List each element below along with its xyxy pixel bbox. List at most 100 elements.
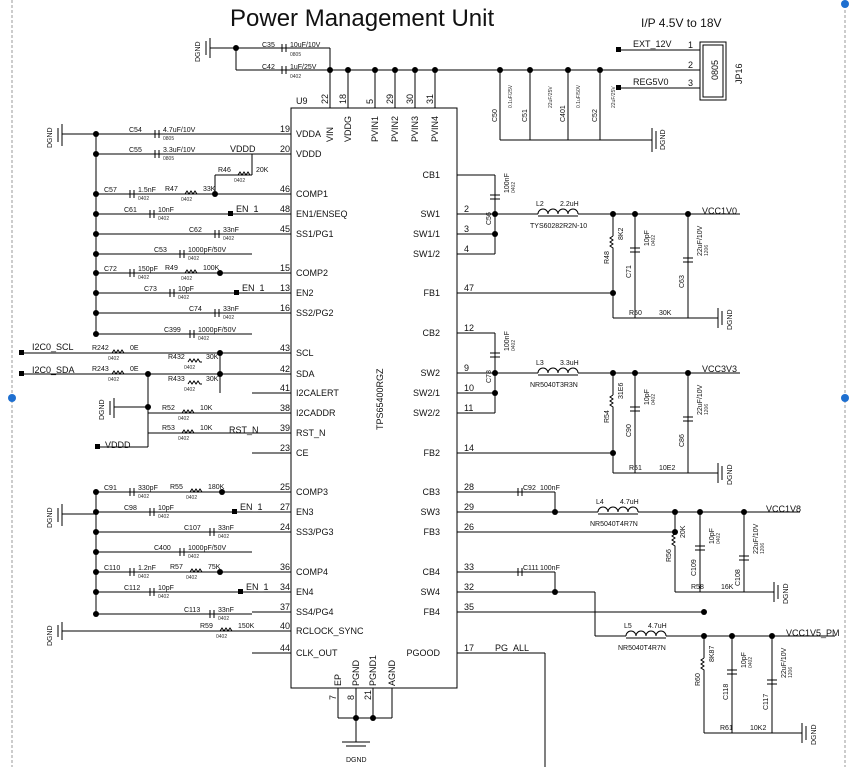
ic-pin-label: PVIN1 [370,116,380,142]
ic-pin-number: 4 [464,244,469,254]
cap-ref: C55 [129,147,142,154]
ic-pin-label: PGOOD [406,648,440,658]
net-en: EN_1 [240,502,263,512]
res-value: 20K [256,167,269,174]
en-port[interactable] [228,211,233,216]
ic-pin-number: 20 [280,144,290,154]
cap-ref: C91 [104,485,117,492]
c35-value: 10uF/10V [290,42,321,49]
cap-value: 33nF [223,227,239,234]
ic-pin-number: 18 [338,94,348,104]
cap-value: 100nF [540,565,560,572]
ind-value: 4.7uH [620,499,639,506]
ind-value: 4.7uH [648,623,667,630]
ind-ref: L5 [624,623,632,630]
ic-pin-label: CLK_OUT [296,648,338,658]
cap-pkg: 0402 [651,235,657,246]
dgnd-label-left1: DGND [47,127,54,148]
ext12-port[interactable] [616,47,621,52]
res-value: 30K [206,376,219,383]
cap-pkg: 0402 [178,295,189,301]
ic-pin-label: SW2 [420,368,440,378]
res-pkg: 0402 [178,436,189,442]
cap-ref: C90 [626,424,633,437]
connector-jp16[interactable] [699,41,727,101]
c52-label: C52 [592,109,599,122]
en-port[interactable] [232,509,237,514]
vddd-port[interactable] [95,444,100,449]
c51-value: 22uF/25V [548,86,554,108]
cap-pkg: 0402 [511,340,517,351]
ic-pin-label: PGND [351,659,361,686]
sda-port[interactable] [19,371,24,376]
ic-pin-label: VIN [325,127,335,142]
en-port[interactable] [238,589,243,594]
ic-ref: U9 [296,96,308,106]
ic-pin-number: 5 [365,99,375,104]
res-value: 10K2 [750,725,766,732]
ic-body-u9[interactable] [290,107,458,689]
res-value: 30K [206,354,219,361]
cap-ref: C71 [626,265,633,278]
cap-value: 33nF [223,306,239,313]
cap-value: 22uF/10V [781,647,788,678]
ic-pin-number: 11 [464,403,473,413]
ic-pin-label: SS1/PG1 [296,229,334,239]
cap-pkg: 0805 [163,156,174,162]
selection-handle-right[interactable] [841,394,849,402]
ic-pin-label: SW1/1 [413,229,440,239]
c50-value: 0.1uF/25V [508,84,514,108]
reg5-port[interactable] [616,85,621,90]
res-ref: R243 [92,366,109,373]
cap-pkg: 0402 [198,336,209,342]
net-vcc1v8: VCC1V8 [766,504,801,514]
cap-pkg: 0402 [511,182,517,193]
cap-ref: C399 [164,327,181,334]
selection-handle-left[interactable] [8,394,16,402]
ic-pin-number: 13 [280,283,290,293]
cap-ref: C54 [129,127,142,134]
ic-pin-label: SW2/1 [413,388,440,398]
dgnd-label: DGND [783,583,790,604]
cap-pkg: 0402 [188,256,199,262]
c35-ref: C35 [262,42,275,49]
net-vddd-top: VDDD [230,144,256,154]
cap-ref: C57 [104,187,117,194]
scl-port[interactable] [19,350,24,355]
cap-value: 10pF [644,389,651,405]
cap-ref: C74 [189,306,202,313]
ic-pin-label: CB1 [422,170,440,180]
dgnd-label-rclk: DGND [47,625,54,646]
en-port[interactable] [234,290,239,295]
res-value: 8K2 [618,227,625,240]
ic-pin-number: 29 [464,502,474,512]
selection-handle-top-right[interactable] [841,0,849,8]
ic-pin-number: 2 [464,204,469,214]
cap-value: 330pF [138,485,158,492]
c50-label: C50 [492,109,499,122]
ic-pin-number: 39 [280,423,290,433]
cap-ref: C110 [104,565,120,572]
res-ref: R50 [629,310,642,317]
